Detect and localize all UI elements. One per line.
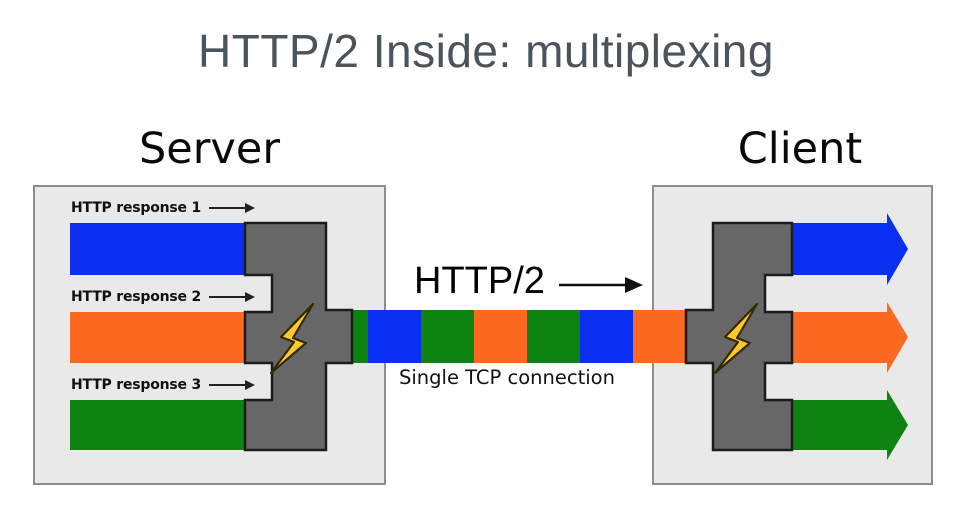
response-bar: [70, 400, 246, 450]
tcp-connection-bar: [350, 310, 686, 363]
protocol-row: HTTP/2: [414, 260, 643, 303]
response-row: HTTP response 1: [71, 200, 256, 216]
connection-caption: Single TCP connection: [399, 366, 615, 389]
right-arrow-icon: [558, 276, 643, 293]
response-bar: [70, 223, 246, 275]
response-row: HTTP response 2: [71, 289, 256, 305]
tcp-segment: [580, 310, 633, 363]
right-arrow-icon: [209, 203, 256, 213]
server-label: Server: [138, 124, 280, 174]
tcp-segment: [368, 310, 421, 363]
lightning-icon: [269, 302, 315, 375]
response-label: HTTP response 2: [71, 289, 202, 305]
stream-arrow: [790, 302, 908, 373]
tcp-segment: [474, 310, 527, 363]
response-bar: [70, 312, 246, 363]
lightning-icon: [713, 302, 759, 375]
protocol-label: HTTP/2: [414, 260, 545, 302]
multiplexer-shape: [243, 221, 354, 452]
client-label: Client: [737, 124, 863, 174]
response-label: HTTP response 3: [71, 377, 202, 393]
tcp-segment: [633, 310, 686, 363]
right-arrow-icon: [209, 380, 256, 390]
stream-arrow: [790, 213, 908, 285]
right-arrow-icon: [209, 292, 256, 302]
stream-arrow: [790, 390, 908, 460]
tcp-segment: [350, 310, 368, 363]
response-label: HTTP response 1: [71, 200, 202, 216]
page-title: HTTP/2 Inside: multiplexing: [198, 25, 774, 77]
response-row: HTTP response 3: [71, 377, 256, 393]
tcp-segment: [527, 310, 580, 363]
tcp-segment: [421, 310, 474, 363]
